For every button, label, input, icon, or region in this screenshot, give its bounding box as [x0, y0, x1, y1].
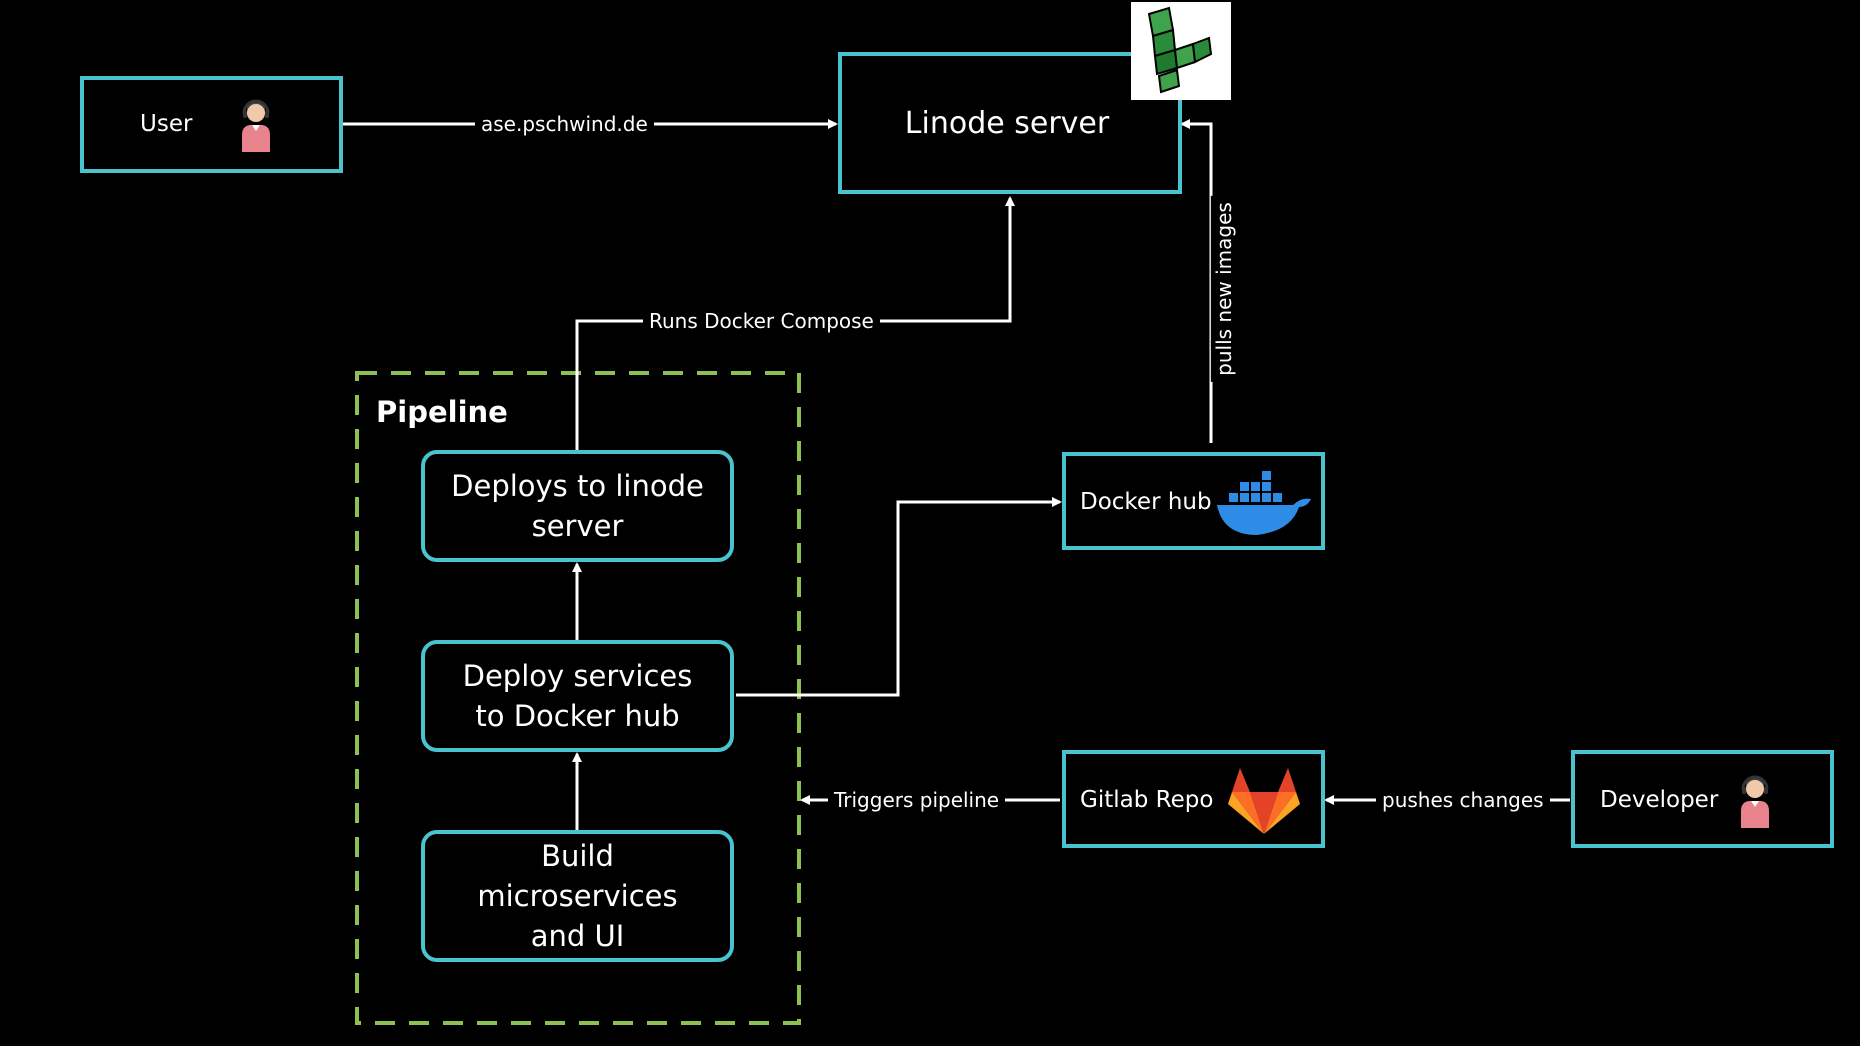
docker-whale-icon [1217, 471, 1311, 535]
developer-label: Developer [1600, 787, 1719, 813]
linode-server-node: Linode server [838, 52, 1182, 194]
step-deploy-services-docker-hub: Deploy services to Docker hub [421, 640, 734, 752]
gitlab-fox-icon [1228, 768, 1300, 834]
pipeline-title: Pipeline [376, 395, 508, 429]
edge-label-pulls-new-images: pulls new images [1210, 196, 1237, 382]
step-build-microservices-label: Build microservices and UI [477, 839, 678, 953]
edge-label-pushes-changes: pushes changes [1376, 787, 1550, 813]
step-build-microservices: Build microservices and UI [421, 830, 734, 962]
step-deploys-to-linode: Deploys to linode server [421, 450, 734, 562]
linode-server-label: Linode server [904, 105, 1110, 141]
edge-label-triggers-pipeline: Triggers pipeline [828, 787, 1006, 813]
gitlab-repo-label: Gitlab Repo [1080, 787, 1214, 813]
gitlab-repo-node: Gitlab Repo [1062, 750, 1325, 848]
person-icon [242, 99, 270, 152]
developer-node: Developer [1571, 750, 1834, 848]
edge-deploy-to-dockerhub [736, 497, 1062, 697]
edge-label-runs-docker-compose: Runs Docker Compose [643, 308, 880, 334]
step-deploys-to-linode-label: Deploys to linode server [451, 469, 704, 543]
user-node: User [80, 76, 343, 173]
person-icon [1741, 775, 1769, 828]
step-deploy-services-label: Deploy services to Docker hub [462, 659, 693, 733]
docker-hub-node: Docker hub [1062, 452, 1325, 550]
edge-dockerhub-to-linode [1180, 119, 1213, 443]
linode-logo-icon [1131, 2, 1231, 100]
edge-label-user-linode: ase.pschwind.de [475, 111, 654, 137]
user-label: User [140, 111, 193, 137]
docker-hub-label: Docker hub [1080, 489, 1212, 515]
